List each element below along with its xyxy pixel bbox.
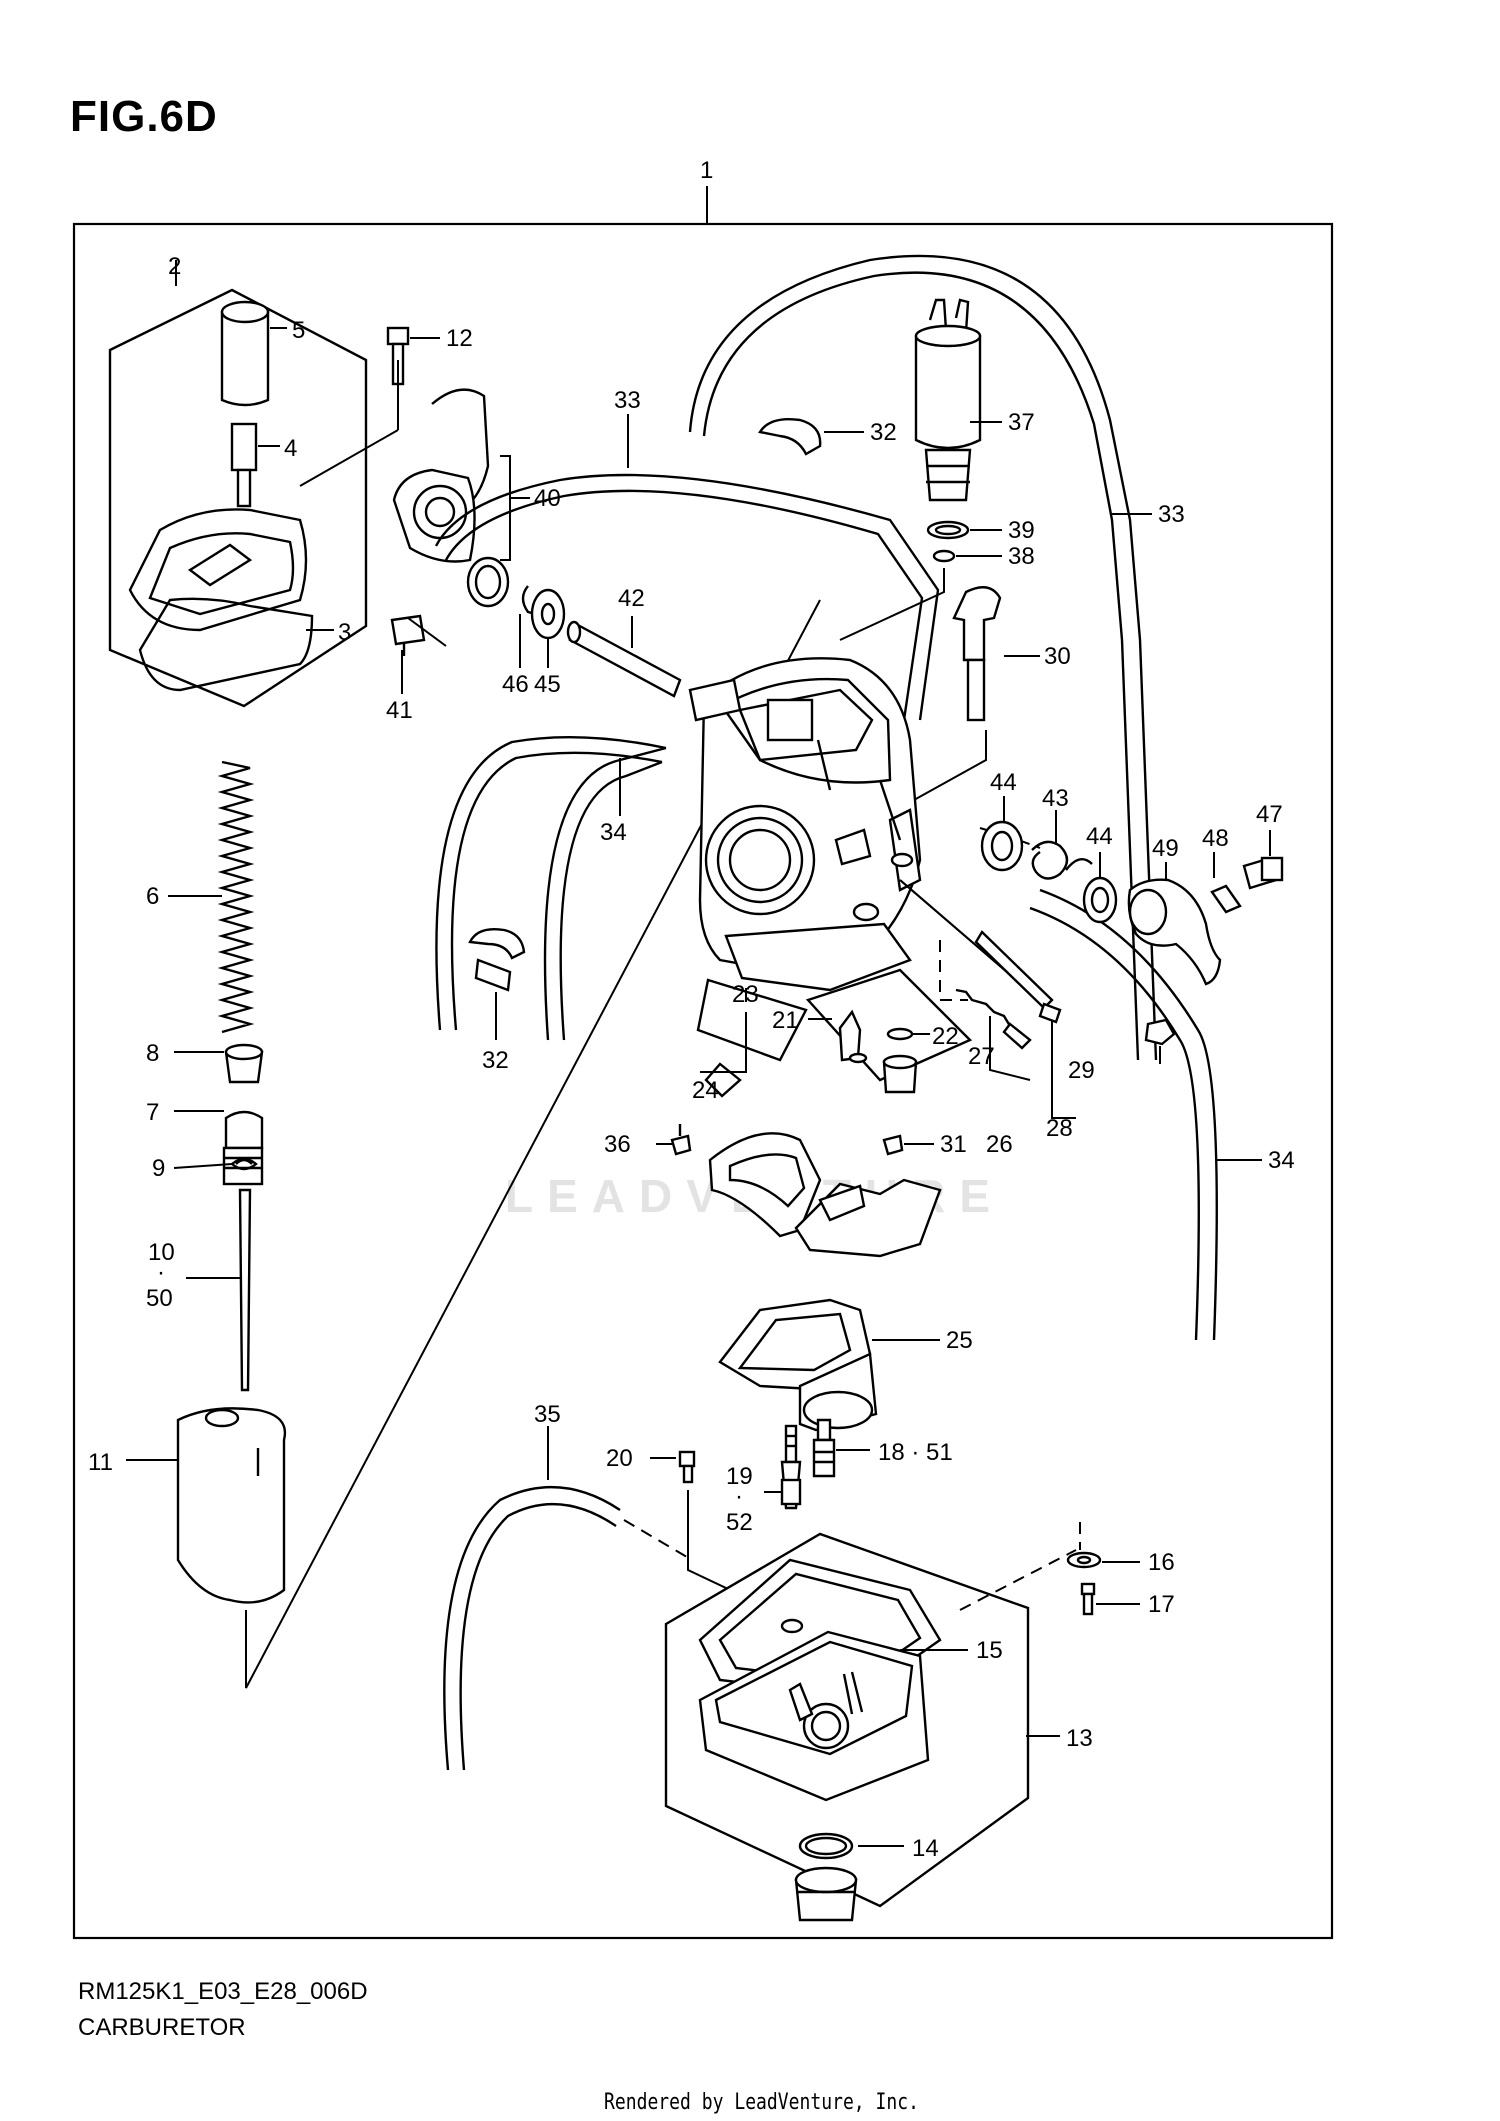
- throttle-valve[interactable]: [176, 1407, 287, 1604]
- float-assembly[interactable]: [670, 1124, 942, 1432]
- callout-2: 2: [168, 253, 181, 280]
- figure-title: FIG.6D: [70, 92, 218, 141]
- callout-32-left: 32: [482, 1047, 509, 1074]
- callout-36: 36: [604, 1131, 631, 1158]
- callout-22: 22: [932, 1023, 959, 1050]
- hose-clamps[interactable]: [468, 418, 822, 992]
- callout-49: 49: [1152, 835, 1179, 862]
- callout-23: 23: [732, 981, 759, 1008]
- callout-38: 38: [1008, 543, 1035, 570]
- throttle-position-sensor-assembly[interactable]: [386, 326, 682, 698]
- callout-34-left: 34: [600, 819, 627, 846]
- callout-32-top: 32: [870, 419, 897, 446]
- callout-1: 1: [700, 157, 713, 184]
- throttle-valve-spring[interactable]: [217, 760, 255, 1034]
- spring-seat-and-needle-holder[interactable]: [222, 1043, 264, 1186]
- callout-31: 31: [940, 1131, 967, 1158]
- callout-labels: 1 2 3 4 5 6 7 8 9 10 · 50 11 12 13 14 15…: [88, 157, 1295, 1862]
- throttle-stop-assembly[interactable]: [980, 820, 1284, 986]
- callout-25: 25: [946, 1327, 973, 1354]
- callout-6: 6: [146, 883, 159, 910]
- callout-44-left: 44: [990, 769, 1017, 796]
- callout-8: 8: [146, 1040, 159, 1067]
- callout-14: 14: [912, 1835, 939, 1862]
- callout-7: 7: [146, 1099, 159, 1126]
- callout-37: 37: [1008, 409, 1035, 436]
- model-code: RM125K1_E03_E28_006D: [78, 1978, 368, 2005]
- callout-dot-19-52: ·: [735, 1483, 743, 1510]
- callout-42: 42: [618, 585, 645, 612]
- callout-28: 28: [1046, 1115, 1073, 1142]
- assembly-frame: [72, 222, 1334, 1940]
- callout-9: 9: [152, 1155, 165, 1182]
- callout-4: 4: [284, 435, 297, 462]
- callout-dot-10-50: ·: [157, 1259, 165, 1286]
- callout-48: 48: [1202, 825, 1229, 852]
- callout-12: 12: [446, 325, 473, 352]
- callout-35: 35: [534, 1401, 561, 1428]
- callout-16: 16: [1148, 1549, 1175, 1576]
- callout-10: 10: [148, 1239, 175, 1266]
- callout-19: 19: [726, 1463, 753, 1490]
- callout-34-right: 34: [1268, 1147, 1295, 1174]
- callout-47: 47: [1256, 801, 1283, 828]
- callout-5: 5: [292, 317, 305, 344]
- rendered-by-credit: Rendered by LeadVenture, Inc.: [604, 2090, 919, 2115]
- callout-50: 50: [146, 1285, 173, 1312]
- float-valve-and-pilot-screw[interactable]: [696, 930, 1176, 1098]
- callout-43: 43: [1042, 785, 1069, 812]
- callout-30: 30: [1044, 643, 1071, 670]
- callout-17: 17: [1148, 1591, 1175, 1618]
- callout-33-right: 33: [1158, 501, 1185, 528]
- top-cap-assembly[interactable]: [108, 288, 368, 708]
- jet-needle[interactable]: [238, 1188, 252, 1392]
- callout-46: 46: [502, 671, 529, 698]
- callout-26: 26: [986, 1131, 1013, 1158]
- callout-45: 45: [534, 671, 561, 698]
- callout-52: 52: [726, 1509, 753, 1536]
- callout-27: 27: [968, 1043, 995, 1070]
- callout-13: 13: [1066, 1725, 1093, 1752]
- callout-24: 24: [692, 1077, 719, 1104]
- callout-44-right: 44: [1086, 823, 1113, 850]
- callout-15: 15: [976, 1637, 1003, 1664]
- callout-20: 20: [606, 1445, 633, 1472]
- callout-11: 11: [88, 1449, 113, 1476]
- callout-18-51: 18 · 51: [878, 1439, 953, 1466]
- starter-valve-assembly[interactable]: [914, 298, 1002, 722]
- callout-40: 40: [534, 485, 561, 512]
- vent-hoses[interactable]: [434, 254, 1218, 1771]
- float-chamber-assembly[interactable]: [664, 1532, 1102, 1922]
- callout-41: 41: [386, 697, 413, 724]
- carburetor-body[interactable]: [688, 657, 922, 992]
- callout-33-left: 33: [614, 387, 641, 414]
- section-name: CARBURETOR: [78, 2014, 246, 2041]
- callout-29: 29: [1068, 1057, 1095, 1084]
- callout-21: 21: [772, 1007, 799, 1034]
- callout-3: 3: [338, 619, 351, 646]
- callout-39: 39: [1008, 517, 1035, 544]
- jets[interactable]: [678, 1418, 836, 1510]
